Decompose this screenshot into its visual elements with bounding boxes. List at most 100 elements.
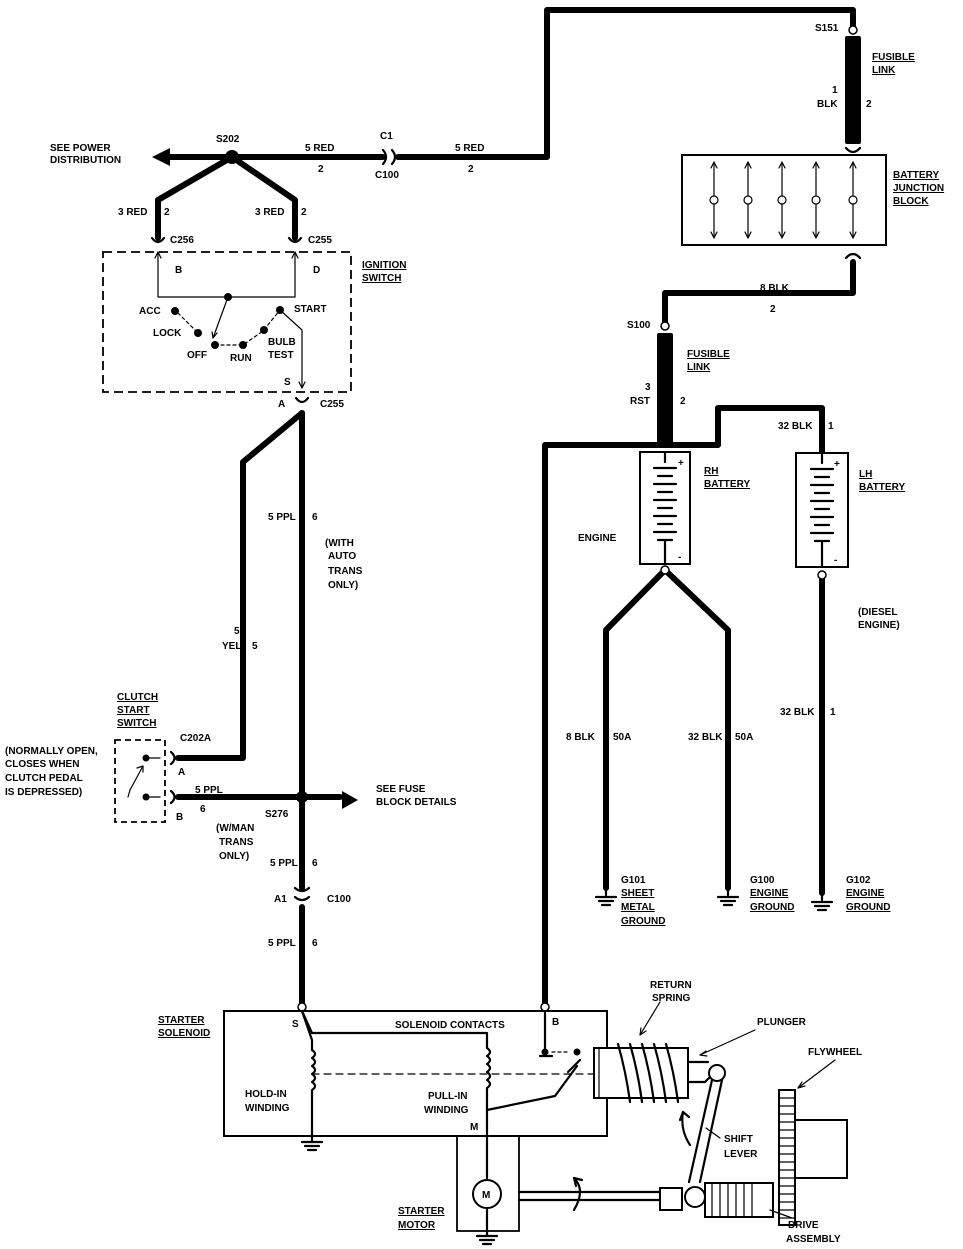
ground-g102 bbox=[810, 900, 834, 912]
normally-open-a: (NORMALLY OPEN, bbox=[5, 746, 98, 757]
starter-motor-label-a: STARTER bbox=[398, 1206, 445, 1217]
wire-5-yel-b: YEL bbox=[222, 641, 241, 652]
wire-5-ppl-a-label: 5 PPL bbox=[268, 512, 296, 523]
see-fuse-label-b: BLOCK DETAILS bbox=[376, 797, 457, 808]
starter-solenoid-label-b: SOLENOID bbox=[158, 1028, 210, 1039]
wire-5-yel-a: 5 bbox=[234, 626, 240, 637]
wire-5-ppl-a-num: 6 bbox=[312, 512, 318, 523]
wire-battery-cable bbox=[542, 442, 668, 1007]
lh-battery-plus: + bbox=[834, 459, 840, 470]
wire-5-ppl-clutch-label: 5 PPL bbox=[195, 785, 223, 796]
switch-bulb-b: TEST bbox=[268, 350, 294, 361]
fusible-link-2 bbox=[657, 321, 673, 445]
see-power-label-b: DISTRIBUTION bbox=[50, 155, 121, 166]
battery-junction-label-a: BATTERY bbox=[893, 170, 939, 181]
clutch-label-c: SWITCH bbox=[117, 718, 156, 729]
pull-in-label-a: PULL-IN bbox=[428, 1091, 467, 1102]
ground-g101-label-c: METAL bbox=[621, 902, 655, 913]
fl2-pin-a: 3 bbox=[645, 382, 651, 393]
fusible-link-2-label-b: LINK bbox=[687, 362, 711, 373]
fl2-pin-b: 2 bbox=[680, 396, 686, 407]
pin-b-top: B bbox=[175, 265, 182, 276]
pin-d-top: D bbox=[313, 265, 320, 276]
pin-m-solenoid: M bbox=[470, 1122, 478, 1133]
wire-32-blk-diesel-num: 1 bbox=[830, 707, 836, 718]
starter-motor bbox=[456, 1122, 662, 1246]
diesel-label-a: (DIESEL bbox=[858, 607, 897, 618]
pin-a-top: A bbox=[278, 399, 285, 410]
switch-run: RUN bbox=[230, 353, 252, 364]
shift-lever-label-a: SHIFT bbox=[724, 1134, 753, 1145]
auto-trans-label-d: ONLY) bbox=[328, 580, 358, 591]
man-trans-label-c: ONLY) bbox=[219, 851, 249, 862]
splice-s202 bbox=[225, 150, 239, 164]
ground-g102-label-a: G102 bbox=[846, 875, 871, 886]
switch-lock: LOCK bbox=[153, 328, 182, 339]
ground-g100 bbox=[716, 895, 740, 907]
wire-5-yel bbox=[175, 410, 305, 761]
starter-solenoid bbox=[223, 1002, 608, 1152]
connector-c255-top-label: C255 bbox=[308, 235, 332, 246]
drive-assembly-label-b: ASSEMBLY bbox=[786, 1234, 841, 1245]
wire-5-ppl-c-label: 5 PPL bbox=[268, 938, 296, 949]
auto-trans-label-b: AUTO bbox=[328, 551, 356, 562]
pin-b-clutch: B bbox=[176, 812, 183, 823]
fusible-link-2-label-a: FUSIBLE bbox=[687, 349, 730, 360]
connector-c100-top-label: C100 bbox=[375, 170, 399, 181]
wire-8-blk-ground bbox=[603, 567, 668, 891]
ignition-label-a: IGNITION bbox=[362, 260, 406, 271]
ground-g101-label-d: GROUND bbox=[621, 916, 665, 927]
drive-assembly bbox=[659, 1182, 774, 1218]
hold-in-label-a: HOLD-IN bbox=[245, 1089, 287, 1100]
solenoid-contacts-label: SOLENOID CONTACTS bbox=[395, 1020, 505, 1031]
diagram-labels: S151 FUSIBLE LINK 1 BLK 2 SEE POWER DIST… bbox=[5, 23, 944, 1245]
plunger-assembly bbox=[593, 1042, 726, 1104]
pin-b-solenoid: B bbox=[552, 1017, 559, 1028]
wire-32-blk-ground bbox=[662, 567, 731, 891]
clutch-start-switch bbox=[114, 739, 176, 823]
connector-a1-label: A1 bbox=[274, 894, 287, 905]
rh-battery-label-a: RH bbox=[704, 466, 718, 477]
clutch-label-b: START bbox=[117, 705, 150, 716]
wire-5-red-left-num: 2 bbox=[318, 164, 324, 175]
normally-open-b: CLOSES WHEN bbox=[5, 759, 79, 770]
see-power-label-a: SEE POWER bbox=[50, 143, 111, 154]
flywheel-label: FLYWHEEL bbox=[808, 1047, 862, 1058]
connector-c202a-label: C202A bbox=[180, 733, 211, 744]
wire-8-blk-top-num: 2 bbox=[770, 304, 776, 315]
see-fuse-label-a: SEE FUSE bbox=[376, 784, 426, 795]
return-spring-label-b: SPRING bbox=[652, 993, 691, 1004]
ground-g100-label-b: ENGINE bbox=[750, 888, 789, 899]
pin-s-solenoid: S bbox=[292, 1019, 299, 1030]
arrow-see-fuse bbox=[342, 791, 358, 809]
drive-assembly-label-a: DRIVE bbox=[788, 1220, 819, 1231]
plunger-label: PLUNGER bbox=[757, 1017, 807, 1028]
leader-lines bbox=[639, 1001, 836, 1219]
connector-c100-bottom-label: C100 bbox=[327, 894, 351, 905]
wire-3-red-right-num: 2 bbox=[301, 207, 307, 218]
ground-g100-label-a: G100 bbox=[750, 875, 775, 886]
wire-5-ppl-c-num: 6 bbox=[312, 938, 318, 949]
shift-lever-label-b: LEVER bbox=[724, 1149, 758, 1160]
wire-32-blk-top-num: 1 bbox=[828, 421, 834, 432]
starter-motor-label-b: MOTOR bbox=[398, 1220, 436, 1231]
fl1-pin-b: 2 bbox=[866, 99, 872, 110]
wire-32-blk-ground-label: 32 BLK bbox=[688, 732, 723, 743]
normally-open-d: IS DEPRESSED) bbox=[5, 787, 82, 798]
splice-s100-label: S100 bbox=[627, 320, 651, 331]
starter-solenoid-label-a: STARTER bbox=[158, 1015, 205, 1026]
rh-battery bbox=[639, 450, 691, 575]
lh-battery-label-b: BATTERY bbox=[859, 482, 905, 493]
motor-m-label: M bbox=[482, 1190, 490, 1201]
wire-3-red-right bbox=[229, 154, 298, 241]
switch-bulb-a: BULB bbox=[268, 337, 296, 348]
man-trans-label-b: TRANS bbox=[219, 837, 254, 848]
man-trans-label-a: (W/MAN bbox=[216, 823, 254, 834]
wire-8-blk-ground-label: 8 BLK bbox=[566, 732, 596, 743]
ground-g102-label-c: GROUND bbox=[846, 902, 890, 913]
rh-battery-plus: + bbox=[678, 458, 684, 469]
wire-32-blk-top bbox=[662, 405, 825, 456]
fusible-link-1 bbox=[844, 25, 862, 154]
wire-5-red-left-label: 5 RED bbox=[305, 143, 334, 154]
